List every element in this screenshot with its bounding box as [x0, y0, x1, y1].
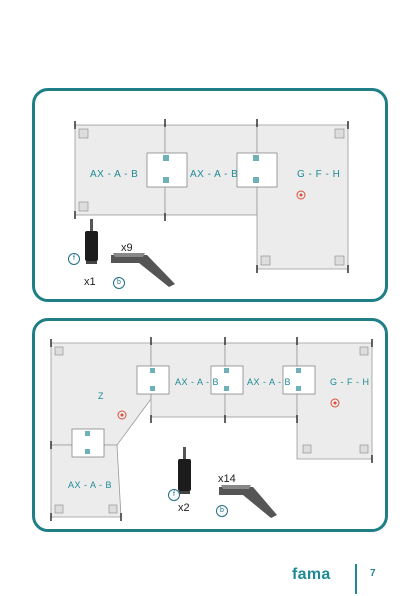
anchor-marker [296, 190, 306, 200]
part-quantity: x9 [121, 242, 133, 254]
part-quantity: x14 [218, 473, 236, 485]
footer-divider [355, 564, 357, 594]
part-code-badge: f [68, 253, 80, 265]
module-label: G - F - H [297, 169, 341, 180]
leg-foot-part [85, 219, 98, 264]
module-layout-diagram-1 [74, 119, 349, 287]
module-label: AX - A - B [68, 480, 113, 490]
corner-module [256, 124, 349, 270]
part-code-badge: f [168, 489, 180, 501]
assembly-step-panel-1: AX - A - B AX - A - B G - F - H f x1 x9 … [32, 88, 388, 302]
module-label: G - F - H [330, 377, 370, 387]
module-label: AX - A - B [190, 169, 239, 180]
part-code-badge: b [216, 505, 228, 517]
module-label: AX - A - B [247, 377, 292, 387]
module-label: Z [98, 391, 104, 401]
brand-logo: fama [292, 566, 331, 583]
module-label: AX - A - B [175, 377, 220, 387]
assembly-step-panel-2: Z AX - A - B AX - A - B G - F - H AX - A… [32, 318, 388, 532]
part-code-badge: b [113, 277, 125, 289]
leg-foot-part [178, 447, 191, 494]
module-layout-diagram-2 [50, 337, 373, 521]
module-label: AX - A - B [90, 169, 139, 180]
corner-wedge-module [50, 342, 152, 446]
part-quantity: x1 [84, 276, 96, 288]
page-number: 7 [370, 568, 376, 579]
part-quantity: x2 [178, 502, 190, 514]
end-module [296, 342, 373, 460]
bracket-part [219, 485, 277, 518]
bracket-part [111, 253, 175, 287]
